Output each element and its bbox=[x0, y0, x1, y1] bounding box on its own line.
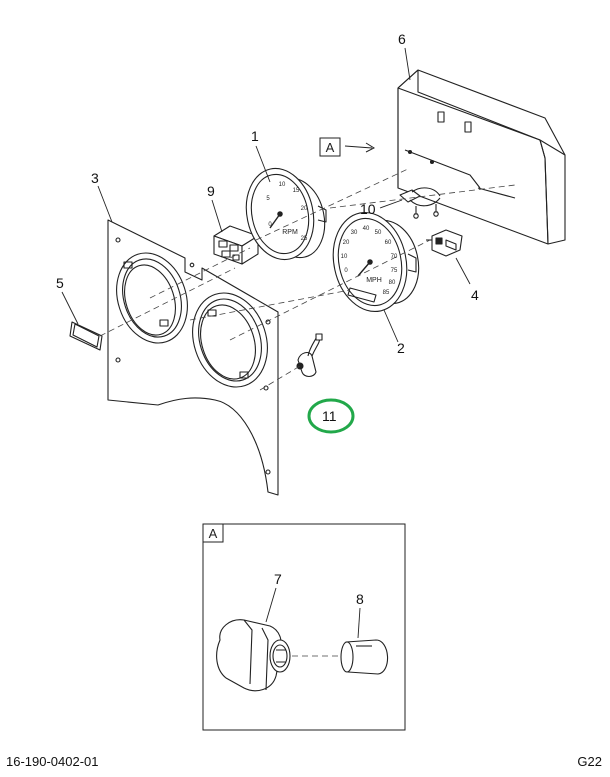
document-number: 16-190-0402-01 bbox=[6, 754, 99, 769]
bulb-socket bbox=[216, 619, 291, 692]
tach-tick: 0 bbox=[268, 222, 272, 228]
speedo-tick: 10 bbox=[341, 254, 348, 260]
callout-11: 11 bbox=[322, 408, 337, 424]
callout-8: 8 bbox=[356, 591, 364, 607]
instrument-housing bbox=[397, 69, 566, 245]
tach-tick: 15 bbox=[293, 188, 300, 194]
callout-5: 5 bbox=[56, 275, 64, 291]
switch-socket bbox=[296, 333, 323, 378]
callout-7: 7 bbox=[274, 571, 282, 587]
speedo-tick: 50 bbox=[375, 230, 382, 236]
speedo-tick: 30 bbox=[351, 230, 358, 236]
view-a-box bbox=[319, 137, 341, 157]
assembly-lines bbox=[99, 167, 516, 657]
tach-unit: RPM bbox=[282, 229, 298, 236]
speedo-tick: 80 bbox=[389, 280, 396, 286]
callout-3: 3 bbox=[91, 170, 99, 186]
speedo-tick: 85 bbox=[383, 290, 390, 296]
light-bulb bbox=[340, 639, 389, 675]
callouts: 1 2 3 4 5 6 7 8 9 10 11 bbox=[56, 31, 479, 607]
tach-tick: 25 bbox=[301, 236, 308, 242]
callout-4: 4 bbox=[471, 287, 479, 303]
callout-10: 10 bbox=[360, 201, 376, 217]
callout-2: 2 bbox=[397, 340, 405, 356]
detail-view-frame bbox=[202, 523, 406, 731]
tach-tick: 20 bbox=[301, 206, 308, 212]
callout-6: 6 bbox=[398, 31, 406, 47]
speedo-tick: 75 bbox=[391, 268, 398, 274]
callout-9: 9 bbox=[207, 183, 215, 199]
speedo-unit: MPH bbox=[366, 277, 382, 284]
tachometer-gauge bbox=[245, 167, 327, 261]
label-plate bbox=[69, 321, 103, 351]
speedometer-gauge bbox=[332, 211, 420, 313]
tach-tick: 5 bbox=[266, 196, 270, 202]
speedo-tick: 70 bbox=[391, 254, 398, 260]
tach-tick: 10 bbox=[279, 182, 286, 188]
detail-view-label: A bbox=[209, 526, 218, 541]
speedo-tick: 60 bbox=[385, 240, 392, 246]
socket-connector bbox=[426, 229, 463, 257]
page-code: G22 bbox=[577, 754, 602, 769]
leader-lines bbox=[61, 47, 471, 639]
connector-block bbox=[213, 225, 259, 265]
gauge-bezel-panel bbox=[107, 219, 279, 496]
view-a-label: A bbox=[326, 140, 335, 155]
view-arrow bbox=[344, 142, 376, 153]
speedo-dial-text: 0 10 20 30 40 50 60 70 75 80 85 MPH bbox=[341, 226, 398, 296]
highlight-circle bbox=[307, 398, 355, 434]
speedo-tick: 40 bbox=[363, 226, 370, 232]
speedo-tick: 20 bbox=[343, 240, 350, 246]
callout-1: 1 bbox=[251, 128, 259, 144]
tach-dial-text: 0 5 10 15 20 25 RPM bbox=[266, 182, 308, 242]
speedo-tick: 0 bbox=[344, 268, 348, 274]
